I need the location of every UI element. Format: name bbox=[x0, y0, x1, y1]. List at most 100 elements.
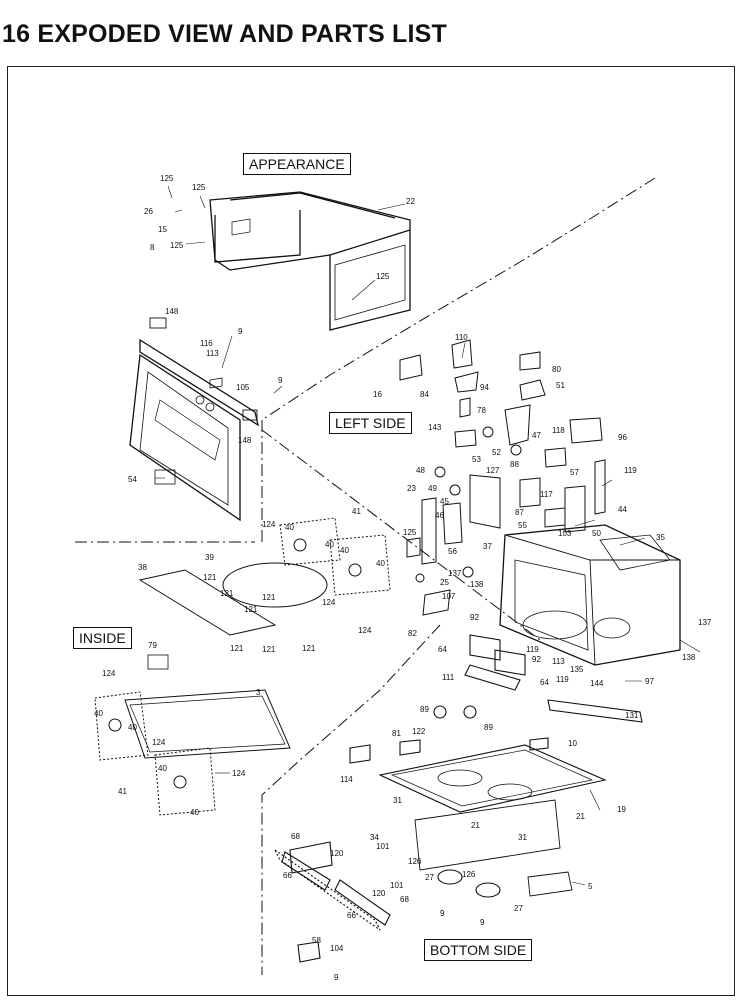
door-panel bbox=[129, 317, 259, 522]
part-label: 9 bbox=[334, 973, 339, 982]
part-label: 148 bbox=[165, 307, 179, 316]
part-label: 25 bbox=[440, 578, 449, 587]
part-label: 124 bbox=[152, 738, 166, 747]
microwave-body bbox=[499, 524, 681, 666]
section-label-inside: INSIDE bbox=[73, 627, 132, 649]
part-label: 113 bbox=[206, 349, 219, 358]
part-label: 58 bbox=[312, 936, 321, 945]
part-label: 143 bbox=[428, 423, 442, 432]
section-dividers bbox=[75, 177, 656, 975]
diagram-frame bbox=[7, 66, 735, 996]
part-label: 41 bbox=[118, 787, 127, 796]
inside-parts bbox=[94, 517, 391, 816]
part-label: 40 bbox=[128, 723, 137, 732]
part-label: 54 bbox=[128, 475, 137, 484]
part-label: 104 bbox=[330, 944, 344, 953]
part-label: 117 bbox=[540, 490, 553, 499]
part-label: 78 bbox=[477, 406, 486, 415]
part-label: 8 bbox=[150, 243, 155, 252]
part-label: 21 bbox=[576, 812, 585, 821]
part-label: 101 bbox=[376, 842, 390, 851]
part-label: 22 bbox=[406, 197, 415, 206]
part-label: 40 bbox=[190, 808, 199, 817]
part-label: 107 bbox=[442, 592, 456, 601]
part-label: 26 bbox=[144, 207, 153, 216]
part-label: 126 bbox=[462, 870, 476, 879]
part-label: 21 bbox=[471, 821, 480, 830]
part-label: 68 bbox=[400, 895, 409, 904]
part-label: 119 bbox=[556, 675, 569, 684]
part-label: 124 bbox=[322, 598, 336, 607]
left-side-parts bbox=[399, 339, 606, 616]
part-label: 97 bbox=[645, 677, 654, 686]
section-label-bottom-side: BOTTOM SIDE bbox=[424, 939, 533, 961]
part-label: 121 bbox=[203, 573, 217, 582]
part-label: 37 bbox=[483, 542, 492, 551]
part-label: 124 bbox=[358, 626, 372, 635]
part-label: 125 bbox=[170, 241, 184, 250]
part-label: 68 bbox=[291, 832, 300, 841]
part-label: 40 bbox=[158, 764, 167, 773]
part-label: 9 bbox=[238, 327, 243, 336]
section-label-left-side: LEFT SIDE bbox=[329, 412, 412, 434]
part-label: 125 bbox=[160, 174, 174, 183]
part-label: 124 bbox=[262, 520, 276, 529]
part-label: 119 bbox=[624, 466, 637, 475]
part-label: 40 bbox=[376, 559, 385, 568]
part-label: 40 bbox=[325, 540, 334, 549]
part-label: 46 bbox=[435, 511, 444, 520]
part-label: 64 bbox=[540, 678, 549, 687]
part-label: 9 bbox=[480, 918, 485, 927]
part-label: 110 bbox=[455, 333, 468, 342]
leader-lines bbox=[155, 185, 701, 886]
part-label: 138 bbox=[470, 580, 484, 589]
part-label: 113 bbox=[552, 657, 565, 666]
part-label: 92 bbox=[532, 655, 541, 664]
part-label: 96 bbox=[618, 433, 627, 442]
part-label: 121 bbox=[220, 589, 234, 598]
part-label: 66 bbox=[347, 911, 356, 920]
part-label: 79 bbox=[148, 641, 157, 650]
part-label: 23 bbox=[407, 484, 416, 493]
part-label: 121 bbox=[262, 645, 276, 654]
part-label: 44 bbox=[618, 505, 627, 514]
part-label: 49 bbox=[428, 484, 437, 493]
part-label: 121 bbox=[244, 605, 258, 614]
part-label: 9 bbox=[440, 909, 445, 918]
part-label: 94 bbox=[480, 383, 489, 392]
part-label: 105 bbox=[236, 383, 250, 392]
part-label: 144 bbox=[590, 679, 604, 688]
section-label-appearance: APPEARANCE bbox=[243, 153, 351, 175]
part-label: 10 bbox=[568, 739, 577, 748]
part-label: 40 bbox=[285, 523, 294, 532]
part-label: 41 bbox=[352, 507, 361, 516]
part-label: 131 bbox=[625, 711, 639, 720]
part-label: 87 bbox=[515, 508, 524, 517]
part-label: 122 bbox=[412, 727, 426, 736]
part-label: 64 bbox=[438, 645, 447, 654]
part-label: 48 bbox=[416, 466, 425, 475]
part-label: 137 bbox=[448, 569, 462, 578]
part-label: 19 bbox=[617, 805, 626, 814]
part-label: 66 bbox=[283, 871, 292, 880]
part-label: 3 bbox=[256, 688, 261, 697]
part-label: 16 bbox=[373, 390, 382, 399]
page-title: 16 EXPODED VIEW AND PARTS LIST bbox=[2, 20, 447, 48]
part-label: 31 bbox=[393, 796, 402, 805]
divider-left-bottom-diag bbox=[261, 429, 541, 641]
part-label: 53 bbox=[472, 455, 481, 464]
part-label: 27 bbox=[514, 904, 523, 913]
part-label: 92 bbox=[470, 613, 479, 622]
part-label: 50 bbox=[592, 529, 601, 538]
part-label: 40 bbox=[94, 709, 103, 718]
part-label: 15 bbox=[158, 225, 167, 234]
part-label: 125 bbox=[192, 183, 206, 192]
part-label: 9 bbox=[278, 376, 283, 385]
part-label: 34 bbox=[370, 833, 379, 842]
part-label: 56 bbox=[448, 547, 457, 556]
part-label: 40 bbox=[340, 546, 349, 555]
part-label: 121 bbox=[230, 644, 244, 653]
part-label: 89 bbox=[420, 705, 429, 714]
part-label: 127 bbox=[486, 466, 500, 475]
